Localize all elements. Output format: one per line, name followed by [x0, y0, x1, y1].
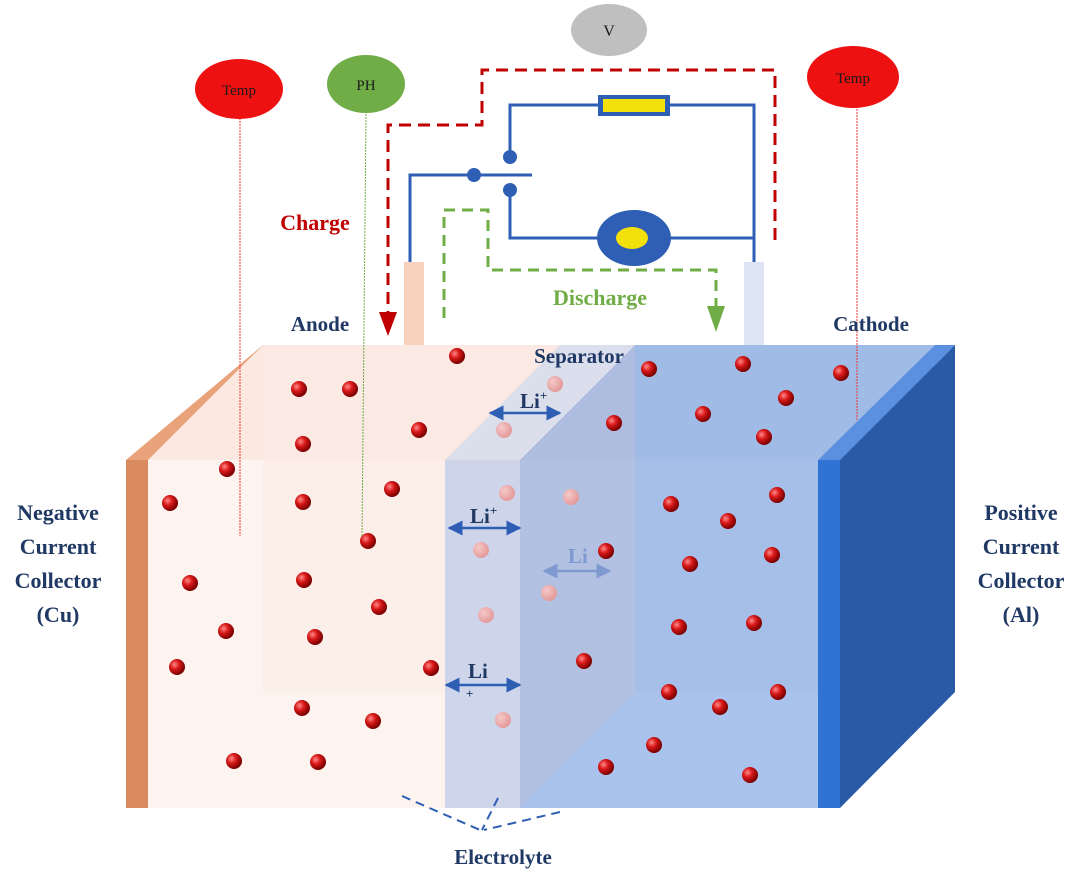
lithium-particle-faint [496, 422, 512, 438]
lithium-particle [360, 533, 376, 549]
lithium-particle [606, 415, 622, 431]
lithium-particle [712, 699, 728, 715]
li-label-2: Li+ [470, 503, 497, 528]
temp-left-label: Temp [222, 83, 256, 99]
voltmeter-label: V [603, 23, 615, 40]
svg-text:(Cu): (Cu) [37, 602, 80, 627]
charge-path [379, 68, 777, 336]
switch-contacts [467, 150, 517, 197]
lithium-particle [342, 381, 358, 397]
lamp-icon [597, 210, 671, 266]
lithium-particle [764, 547, 780, 563]
lithium-particle [423, 660, 439, 676]
lithium-particle [746, 615, 762, 631]
positive-current-collector [818, 345, 955, 808]
li-label-1: Li+ [520, 388, 547, 413]
voltmeter: V [571, 4, 647, 56]
temp-sensor-left: Temp [195, 59, 283, 119]
positive-collector-label: Positive Current Collector (Al) [978, 500, 1065, 627]
lithium-particle [756, 429, 772, 445]
temp-sensor-right: Temp [807, 46, 899, 108]
li-ion-arrows [444, 405, 612, 693]
li-label-4: Li [468, 659, 488, 683]
lithium-particle [169, 659, 185, 675]
separator-label: Separator [534, 344, 624, 368]
svg-text:Collector: Collector [978, 568, 1065, 593]
lithium-particle-faint [499, 485, 515, 501]
lithium-particle [641, 361, 657, 377]
svg-text:Current: Current [20, 534, 97, 559]
lithium-particle [294, 700, 310, 716]
lithium-particle [671, 619, 687, 635]
svg-text:Current: Current [983, 534, 1060, 559]
lithium-particle-faint [563, 489, 579, 505]
svg-text:Negative: Negative [17, 500, 99, 525]
lithium-particle [735, 356, 751, 372]
li-label-4-sub: + [466, 686, 473, 701]
svg-text:(Al): (Al) [1003, 602, 1040, 627]
lithium-particle [576, 653, 592, 669]
svg-text:Positive: Positive [984, 500, 1058, 525]
lithium-particle [661, 684, 677, 700]
lithium-particle [778, 390, 794, 406]
lithium-particle [769, 487, 785, 503]
ph-sensor: PH [327, 55, 405, 113]
lithium-particle [663, 496, 679, 512]
ph-label: PH [356, 78, 375, 94]
lithium-particle [182, 575, 198, 591]
resistor-icon [598, 95, 670, 116]
lithium-particle [295, 436, 311, 452]
lithium-particle [384, 481, 400, 497]
cathode-label: Cathode [833, 312, 909, 336]
lithium-particle [695, 406, 711, 422]
lithium-particle-faint [478, 607, 494, 623]
temp-right-label: Temp [836, 71, 870, 87]
electrolyte-label: Electrolyte [454, 845, 552, 869]
lithium-particles [162, 348, 849, 783]
lithium-particle [295, 494, 311, 510]
discharge-path [442, 208, 725, 332]
lithium-particle [365, 713, 381, 729]
lithium-particle [646, 737, 662, 753]
lithium-particle [770, 684, 786, 700]
lithium-particle [682, 556, 698, 572]
ph-probe [361, 113, 367, 537]
negative-collector-label: Negative Current Collector (Cu) [15, 500, 102, 627]
li-label-3: Li [568, 544, 588, 568]
svg-text:Collector: Collector [15, 568, 102, 593]
lithium-particle [296, 572, 312, 588]
lithium-particle [598, 759, 614, 775]
charge-label: Charge [280, 210, 350, 235]
external-circuit [408, 103, 756, 262]
lithium-particle [720, 513, 736, 529]
lithium-particle-faint [495, 712, 511, 728]
lithium-particle [598, 543, 614, 559]
lithium-particle [226, 753, 242, 769]
lithium-particle-faint [473, 542, 489, 558]
lithium-particle [833, 365, 849, 381]
lithium-particle [742, 767, 758, 783]
lithium-particle-faint [547, 376, 563, 392]
lithium-particle-faint [541, 585, 557, 601]
lithium-particle [411, 422, 427, 438]
discharge-label: Discharge [553, 285, 647, 310]
cathode-terminal [744, 262, 764, 345]
lithium-particle [219, 461, 235, 477]
anode-terminal [404, 262, 424, 345]
lithium-particle [371, 599, 387, 615]
lithium-particle [310, 754, 326, 770]
lithium-particle [449, 348, 465, 364]
lithium-particle [218, 623, 234, 639]
electrolyte-pointers [401, 795, 561, 831]
lithium-particle [291, 381, 307, 397]
anode-label: Anode [291, 312, 349, 336]
lithium-particle [307, 629, 323, 645]
lithium-particle [162, 495, 178, 511]
